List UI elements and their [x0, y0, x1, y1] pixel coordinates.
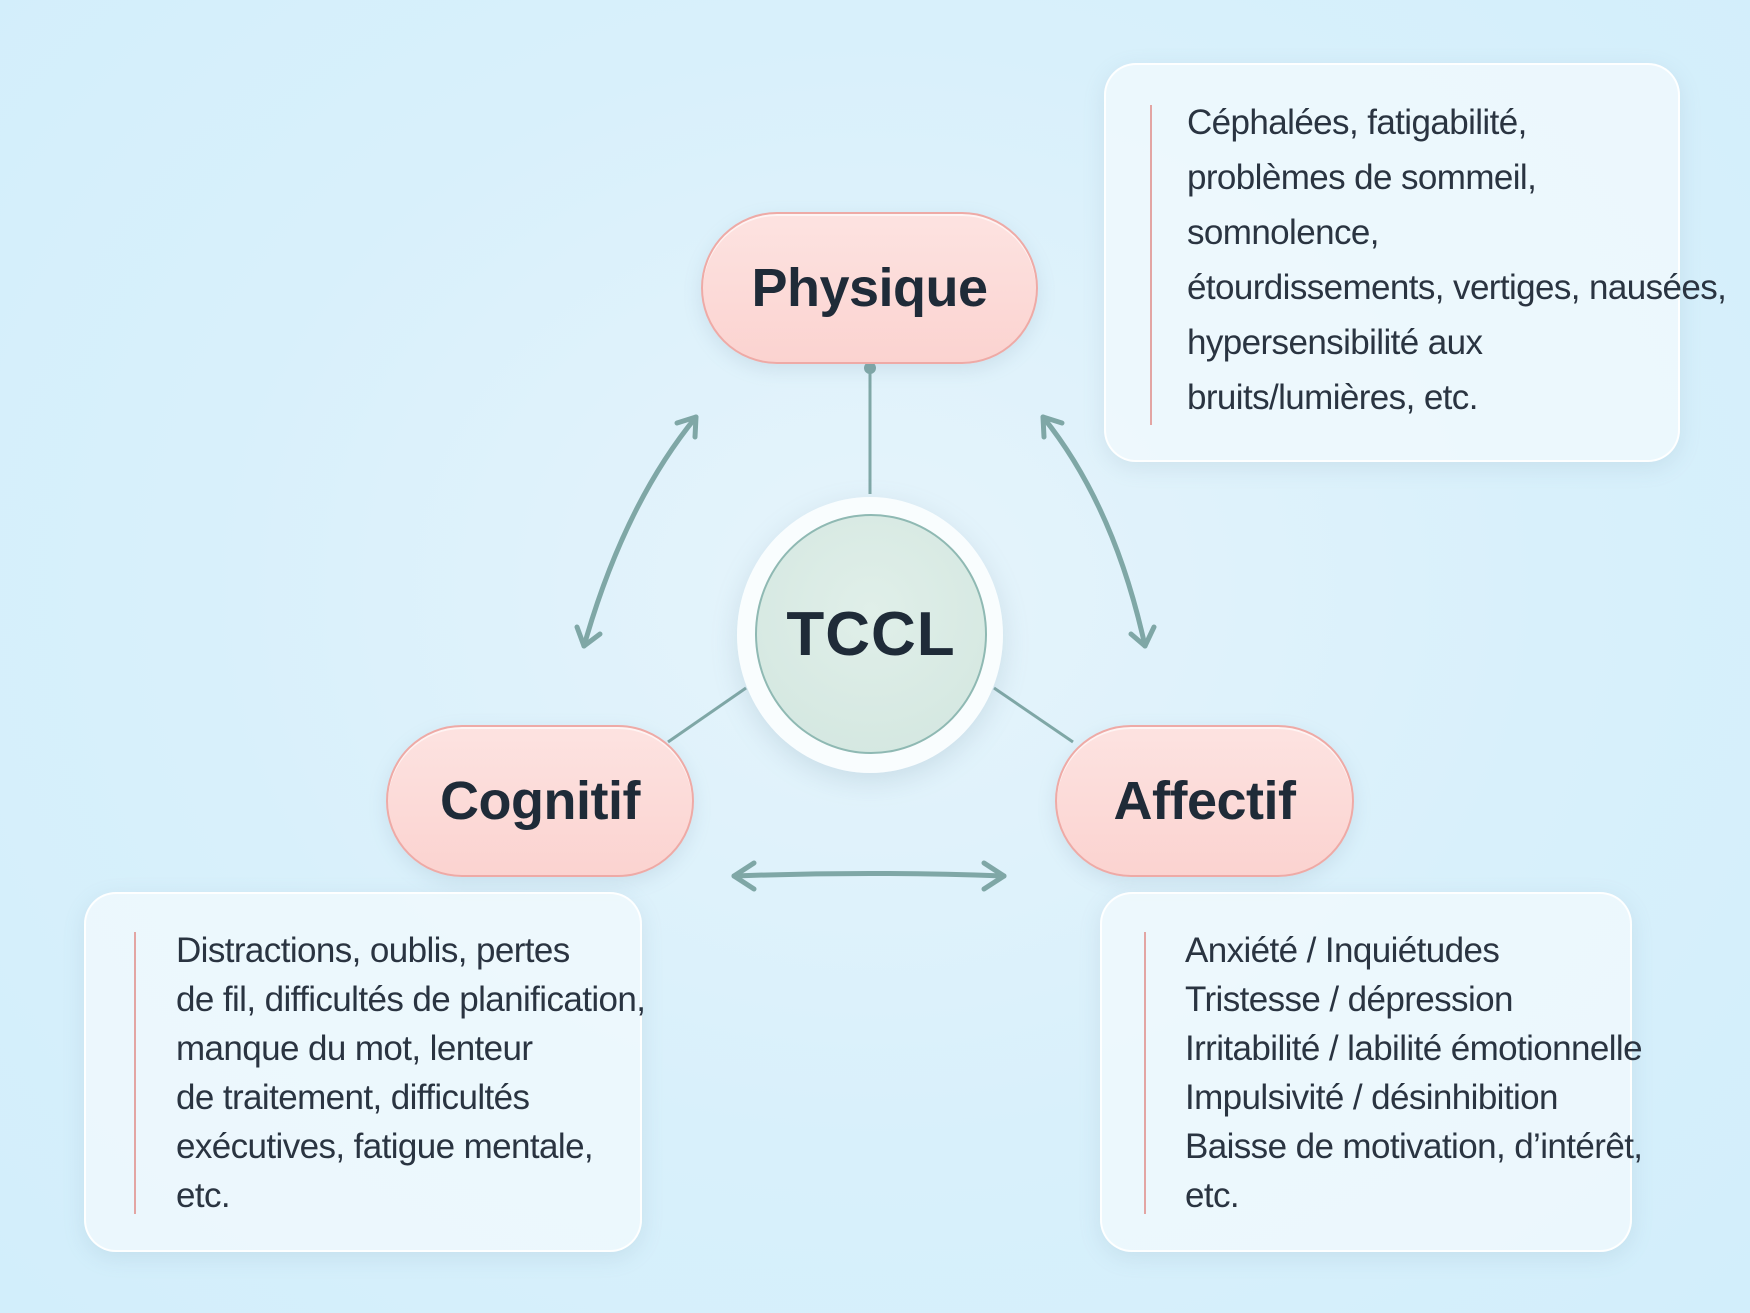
description-card-cognitif: Distractions, oublis, pertes de fil, dif…	[84, 892, 646, 1252]
center-label: TCCL	[786, 599, 956, 669]
node-physique-label: Physique	[751, 258, 988, 318]
description-text-affectif: Anxiété / Inquiétudes Tristesse / dépres…	[1185, 926, 1643, 1220]
description-line: hypersensibilité aux	[1187, 323, 1483, 362]
description-line: problèmes de sommeil,	[1187, 158, 1537, 197]
description-line: etc.	[1185, 1176, 1240, 1215]
description-line: Tristesse / dépression	[1185, 980, 1513, 1019]
description-line: de fil, difficultés de planification,	[176, 980, 646, 1019]
connector-physique-dot	[864, 362, 876, 374]
center-node: TCCL	[755, 514, 987, 754]
description-line: Impulsivité / désinhibition	[1185, 1078, 1558, 1117]
node-cognitif-label: Cognitif	[440, 771, 640, 831]
node-affectif: Affectif	[1055, 725, 1354, 877]
node-physique: Physique	[701, 212, 1038, 364]
node-cognitif: Cognitif	[386, 725, 694, 877]
description-line: Distractions, oublis, pertes	[176, 931, 570, 970]
description-line: bruits/lumières, etc.	[1187, 378, 1478, 417]
description-card-affectif: Anxiété / Inquiétudes Tristesse / dépres…	[1100, 892, 1643, 1252]
description-line: Céphalées, fatigabilité,	[1187, 103, 1527, 142]
node-affectif-label: Affectif	[1113, 771, 1297, 831]
description-accent-line	[1150, 105, 1152, 425]
connector-affectif	[993, 686, 1074, 744]
description-line: Baisse de motivation, d’intérêt,	[1185, 1127, 1643, 1166]
description-text-physique: Céphalées, fatigabilité, problèmes de so…	[1187, 95, 1727, 425]
description-line: manque du mot, lenteur	[176, 1029, 533, 1068]
description-line: etc.	[176, 1176, 231, 1215]
description-accent-line	[134, 932, 136, 1214]
description-line: exécutives, fatigue mentale,	[176, 1127, 594, 1166]
arrow-physique-affectif	[1040, 414, 1157, 649]
connector-cognitif	[667, 686, 747, 744]
description-line: Anxiété / Inquiétudes	[1185, 931, 1500, 970]
description-accent-line	[1144, 932, 1146, 1214]
arrow-cognitif-affectif	[731, 860, 1007, 892]
arrow-cognitif-physique	[574, 414, 699, 649]
description-text-cognitif: Distractions, oublis, pertes de fil, dif…	[176, 926, 646, 1220]
description-line: de traitement, difficultés	[176, 1078, 530, 1117]
description-line: étourdissements, vertiges, nausées,	[1187, 268, 1727, 307]
description-line: Irritabilité / labilité émotionnelle	[1185, 1029, 1643, 1068]
description-card-physique: Céphalées, fatigabilité, problèmes de so…	[1104, 63, 1727, 462]
description-line: somnolence,	[1187, 213, 1379, 252]
